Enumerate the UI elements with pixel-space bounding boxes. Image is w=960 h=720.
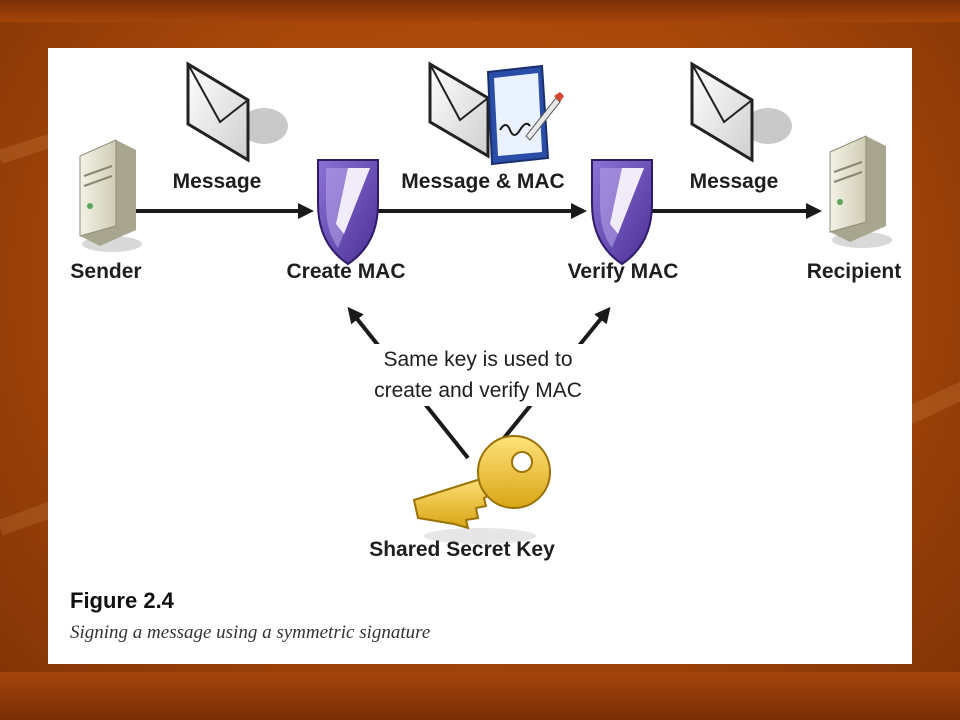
background-bottom-band (0, 672, 960, 720)
envelope-icon (186, 61, 288, 163)
node-label-recipient: Recipient (806, 260, 902, 283)
node-label-sender: Sender (70, 260, 142, 283)
figure-panel: Message Message & MAC Message Sender Cre… (48, 48, 912, 664)
envelope-icon (690, 61, 792, 163)
diagram-canvas (79, 61, 892, 544)
arrows (136, 203, 822, 460)
key-note-line-2: create and verify MAC (374, 379, 582, 402)
signed-document-icon (486, 64, 564, 166)
figure-caption: Signing a message using a symmetric sign… (70, 622, 431, 643)
server-icon (79, 139, 142, 252)
figure-label: Figure 2.4 (70, 588, 174, 613)
key-note-line-1: Same key is used to (383, 348, 573, 371)
server-icon (829, 135, 892, 248)
shield-icon (591, 159, 653, 266)
node-label-create-mac: Create MAC (286, 260, 406, 283)
key-label: Shared Secret Key (369, 538, 555, 561)
edge-label-message-and-mac: Message & MAC (401, 170, 565, 193)
key-icon (412, 435, 551, 544)
edge-label-message: Message (689, 170, 779, 193)
key-note: Same key is used to create and verify MA… (368, 344, 588, 406)
edge-label-message: Message (172, 170, 262, 193)
background-top-band (0, 0, 960, 22)
node-label-verify-mac: Verify MAC (567, 260, 679, 283)
shield-icon (317, 159, 379, 266)
envelope-icon (428, 61, 490, 159)
